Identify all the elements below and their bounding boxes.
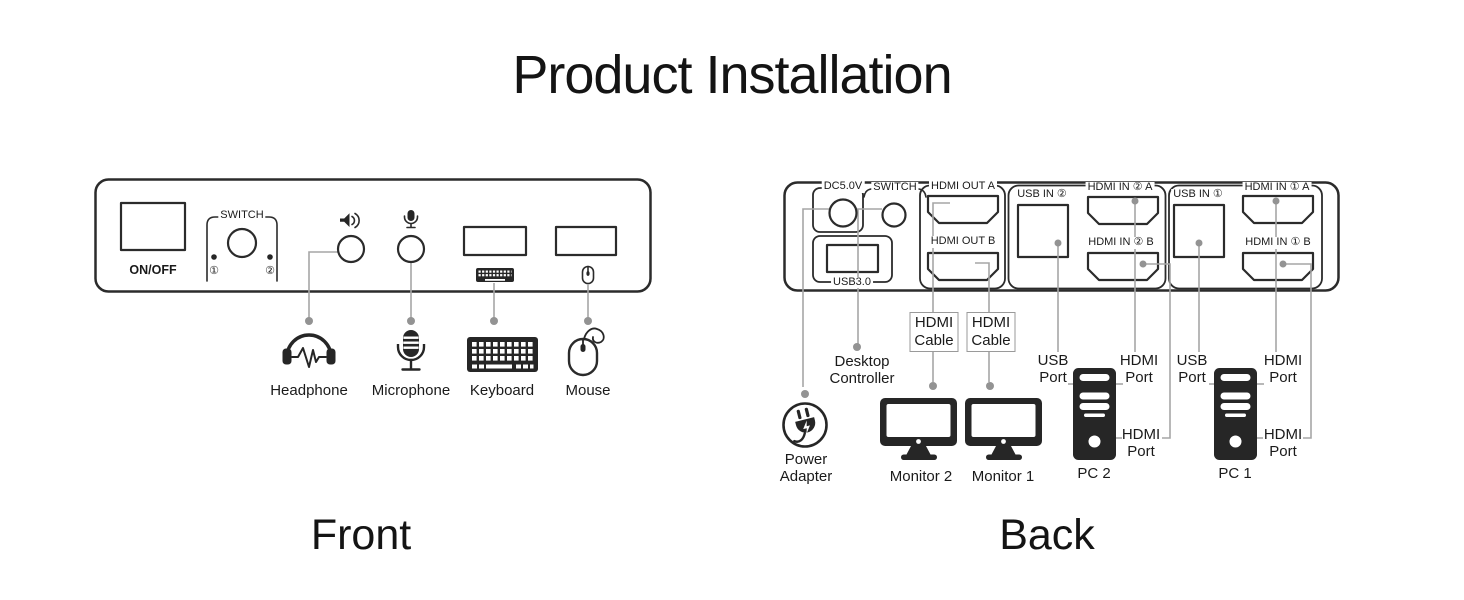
hdmi-in-2a-port [1086,195,1160,226]
headphone-icon [282,333,336,368]
pc-1-icon [1214,368,1257,460]
switch-port [881,202,907,228]
pc1-hdmi-port-bottom-label: HDMI Port [1263,426,1303,460]
hdmi-out-b-port [926,251,1000,282]
pc-2-label: PC 2 [1077,465,1111,482]
microphone-icon [396,330,426,371]
usb-port-mouse [554,225,618,257]
front-caption: Front [310,511,412,559]
usb3-label: USB3.0 [831,275,873,288]
pc2-usb-port-label: USB Port [1037,352,1069,386]
hdmi-in-1b-label: HDMI IN ① B [1243,236,1313,249]
dc-power-jack [828,198,858,228]
speaker-icon [340,212,360,229]
power-adapter-label: Power Adapter [779,451,833,485]
hdmi-out-a-port [926,194,1000,225]
pc1-hdmi-port-top-label: HDMI Port [1263,352,1303,386]
led1-label: ① [209,265,219,277]
back-switch-label: SWITCH [871,181,919,194]
mic-icon [403,210,419,229]
pc-1-label: PC 1 [1218,465,1252,482]
hdmi-out-b-label: HDMI OUT B [928,235,998,248]
keyboard-icon [467,337,538,372]
pc2-hdmi-port-top-label: HDMI Port [1119,352,1159,386]
keyboard-label: Keyboard [469,382,535,399]
monitor-1-icon [965,398,1042,460]
usb-in-1-label: USB IN ① [1171,188,1225,201]
mouse-label: Mouse [565,382,611,399]
usb-port-keyboard [462,225,528,257]
on-off-label: ON/OFF [127,263,179,277]
front-device-panel [94,178,652,293]
usb-in-2-label: USB IN ② [1015,188,1069,201]
power-button [119,201,187,252]
hdmi-in-1a-port [1241,194,1315,225]
switch-label-ticks [863,188,927,198]
hdmi-in-2a-label: HDMI IN ② A [1085,181,1155,194]
hdmi-in-2b-label: HDMI IN ② B [1086,236,1156,249]
mouse-icon [567,327,605,377]
hdmi-in-2b-port [1086,251,1160,282]
hdmi-in-1a-label: HDMI IN ① A [1242,181,1312,194]
pc-2-icon [1073,368,1116,460]
usb-in-2-port [1016,203,1070,259]
switch-bracket [206,216,278,282]
mouse-small-icon [581,265,595,285]
hdmi-in-1b-port [1241,251,1315,282]
power-adapter-icon [782,402,828,448]
page-title: Product Installation [512,45,952,105]
dc-label: DC5.0V [821,180,865,193]
monitor-2-icon [880,398,957,460]
monitor-1-label: Monitor 1 [971,468,1035,485]
pc1-usb-port-label: USB Port [1176,352,1208,386]
led2-label: ② [265,265,275,277]
headphone-label: Headphone [270,382,348,399]
hdmi-out-a-label: HDMI OUT A [929,180,997,193]
microphone-jack [396,234,426,264]
pc2-hdmi-port-bottom-label: HDMI Port [1121,426,1161,460]
front-switch-label: SWITCH [218,209,266,222]
back-device-panel [783,181,1340,292]
desktop-controller-label: Desktop Controller [829,353,895,387]
microphone-label: Microphone [371,382,451,399]
hdmi-cable-b-label: HDMI Cable [966,312,1016,352]
headphone-jack [336,234,366,264]
switch-button [226,227,258,259]
keyboard-small-icon [476,268,514,282]
monitor-2-label: Monitor 2 [889,468,953,485]
back-caption: Back [999,511,1095,559]
hdmi-cable-a-label: HDMI Cable [909,312,959,352]
usb3-port [825,243,880,274]
